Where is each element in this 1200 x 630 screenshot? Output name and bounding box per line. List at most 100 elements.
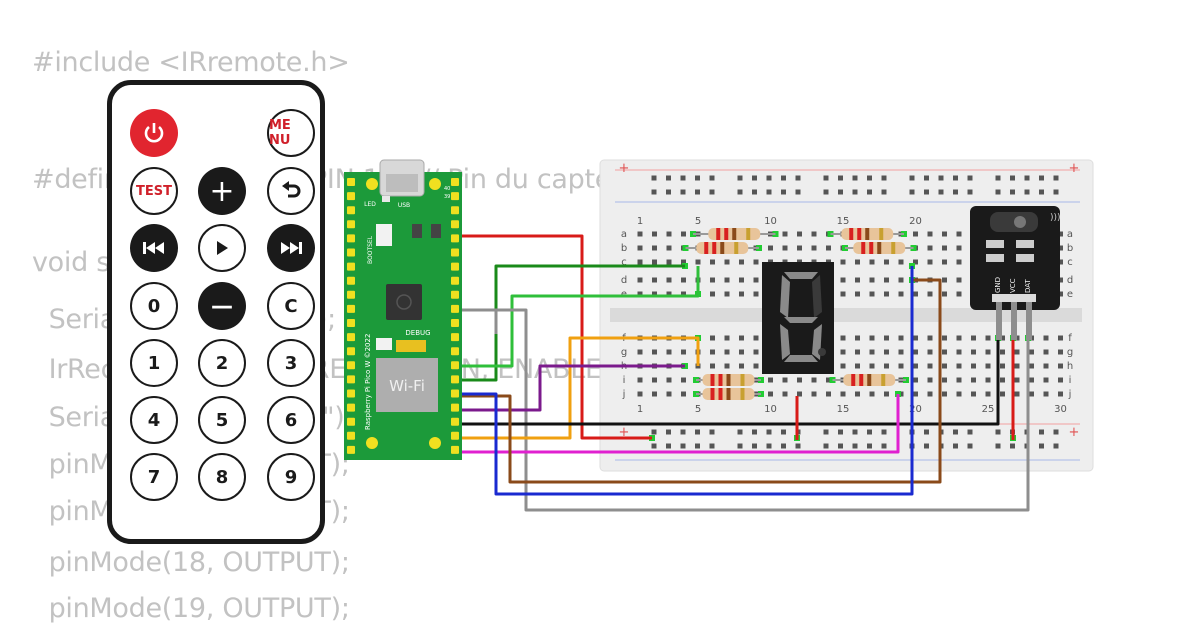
breadboard-hole [823,443,829,449]
breadboard-hole [1053,443,1059,449]
resistor-band [865,228,870,240]
remote-button-label: + [209,173,235,209]
remote-button-next[interactable] [267,224,315,272]
breadboard-hole [924,443,929,449]
rail-plus-label: + [619,425,630,440]
pico-pin-left [347,389,355,398]
wire-brown [455,278,942,484]
remote-button-label: — [211,293,233,319]
remote-button-menu[interactable]: ME NU [267,109,315,157]
breadboard-hole [995,443,1001,449]
breadboard-hole [852,443,858,449]
remote-button-three[interactable]: 3 [267,339,315,387]
breadboard-hole [766,189,772,195]
svg-text:Wi-Fi: Wi-Fi [389,377,425,395]
wire-orange [455,336,700,440]
breadboard-hole [1043,363,1049,369]
breadboard-hole [913,363,918,369]
breadboard-hole [709,429,715,435]
pico-pin-left [347,178,355,186]
breadboard-hole [913,231,918,237]
remote-button-back[interactable] [267,167,315,215]
resistor-band [734,242,739,254]
breadboard-hole [1010,189,1015,195]
pico-pin-right [451,389,459,398]
breadboard-hole [724,349,730,355]
breadboard-hole [823,429,829,435]
resistor-band [851,374,856,386]
remote-button-zero[interactable]: 0 [130,282,178,330]
breadboard-hole [1024,175,1030,181]
remote-button-two[interactable]: 2 [198,339,246,387]
breadboard-hole [840,259,846,265]
resistor-band [877,242,882,254]
breadboard-hole [995,429,1001,435]
breadboard-hole [967,443,973,449]
remote-button-plus[interactable]: + [198,167,246,215]
seven-segment-display [762,262,834,374]
breadboard-hole [898,291,904,297]
rail-plus-label: + [1069,425,1080,440]
breadboard-hole [1053,175,1059,181]
breadboard-hole [1053,429,1059,435]
breadboard-hole [739,335,744,341]
breadboard-hole [840,291,846,297]
breadboard-hole [956,245,962,251]
remote-button-minus[interactable]: — [198,282,246,330]
remote-button-power[interactable] [130,109,178,157]
breadboard-hole [1000,391,1005,397]
segment-b [812,275,822,318]
play-icon [214,239,230,257]
breadboard-hole [838,175,843,181]
pico-pin-left [347,276,355,285]
breadboard-hole [666,443,671,449]
remote-button-seven[interactable]: 7 [130,453,178,501]
remote-button-label: 3 [284,352,298,374]
resistor-band [849,228,854,240]
remote-button-four[interactable]: 4 [130,396,178,444]
breadboard-hole [681,391,686,397]
breadboard-hole [752,189,757,195]
pico-pin-right [451,431,459,440]
breadboard-hole [840,335,846,341]
breadboard-hole [1000,363,1005,369]
breadboard-hole [942,377,947,383]
power-icon [141,120,167,146]
remote-button-label: 5 [215,409,229,431]
remote-button-nine[interactable]: 9 [267,453,315,501]
breadboard-hole [724,335,730,341]
breadboard-hole [811,377,817,383]
pico-pin-left [347,417,355,426]
breadboard-hole [855,259,860,265]
breadboard-hole [869,291,875,297]
remote-button-one[interactable]: 1 [130,339,178,387]
breadboard-hole [869,335,875,341]
breadboard-hole [927,259,933,265]
breadboard-hole [942,363,947,369]
remote-button-five[interactable]: 5 [198,396,246,444]
breadboard-hole [1010,443,1015,449]
remote-button-six[interactable]: 6 [267,396,315,444]
resistor-band [867,374,872,386]
breadboard-hole [637,391,643,397]
segment-g [784,317,818,323]
breadboard-hole [666,231,672,237]
remote-button-clear[interactable]: C [267,282,315,330]
resistor-band [881,374,886,386]
breadboard-hole [1039,175,1044,181]
breadboard-hole [956,291,962,297]
remote-button-eight[interactable]: 8 [198,453,246,501]
remote-button-play[interactable] [198,224,246,272]
pico-pin-left [347,206,355,215]
breadboard-hole [953,175,958,181]
breadboard-hole [737,429,743,435]
breadboard-hole [1043,391,1049,397]
breadboard-hole [1000,377,1005,383]
remote-button-test[interactable]: TEST [130,167,178,215]
row-letter: a [621,229,627,240]
row-letter: j [1068,389,1072,400]
wire-black [455,340,1000,426]
breadboard-hole [811,245,817,251]
breadboard-hole [666,259,672,265]
remote-button-prev[interactable] [130,224,178,272]
